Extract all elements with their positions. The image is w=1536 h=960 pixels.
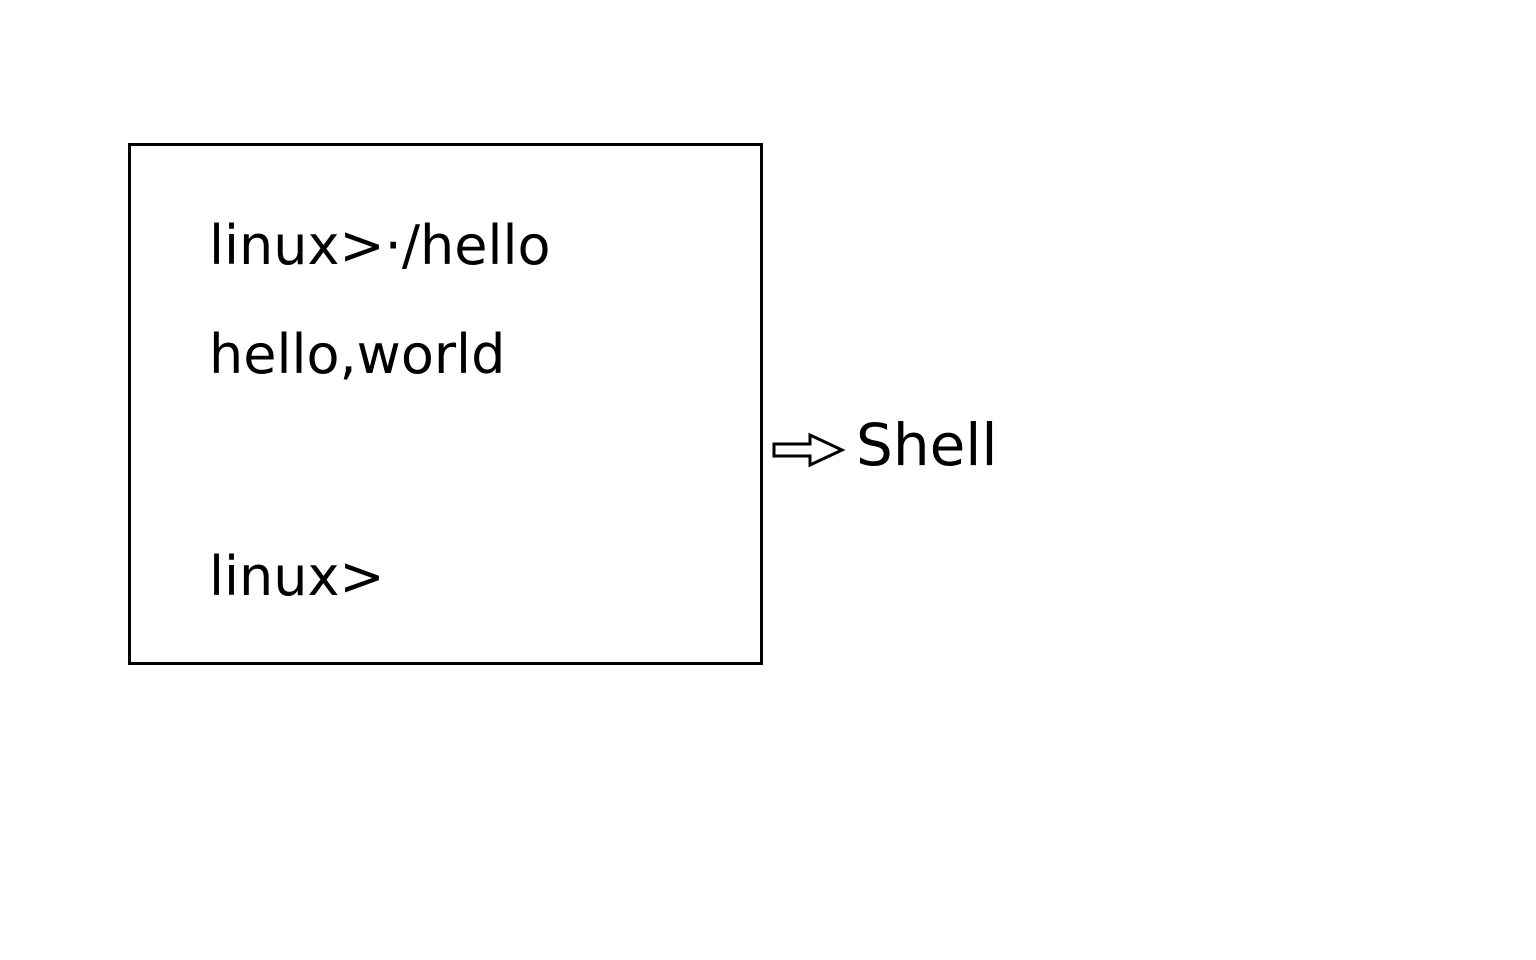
terminal-prompt-line: linux> [209, 545, 385, 608]
terminal-output-line: hello,world [209, 323, 506, 386]
terminal-command-line: linux>·/hello [209, 214, 551, 277]
terminal-window: linux>·/hello hello,world linux> [128, 143, 763, 665]
right-arrow-icon [772, 432, 846, 468]
shell-label: Shell [856, 411, 998, 479]
